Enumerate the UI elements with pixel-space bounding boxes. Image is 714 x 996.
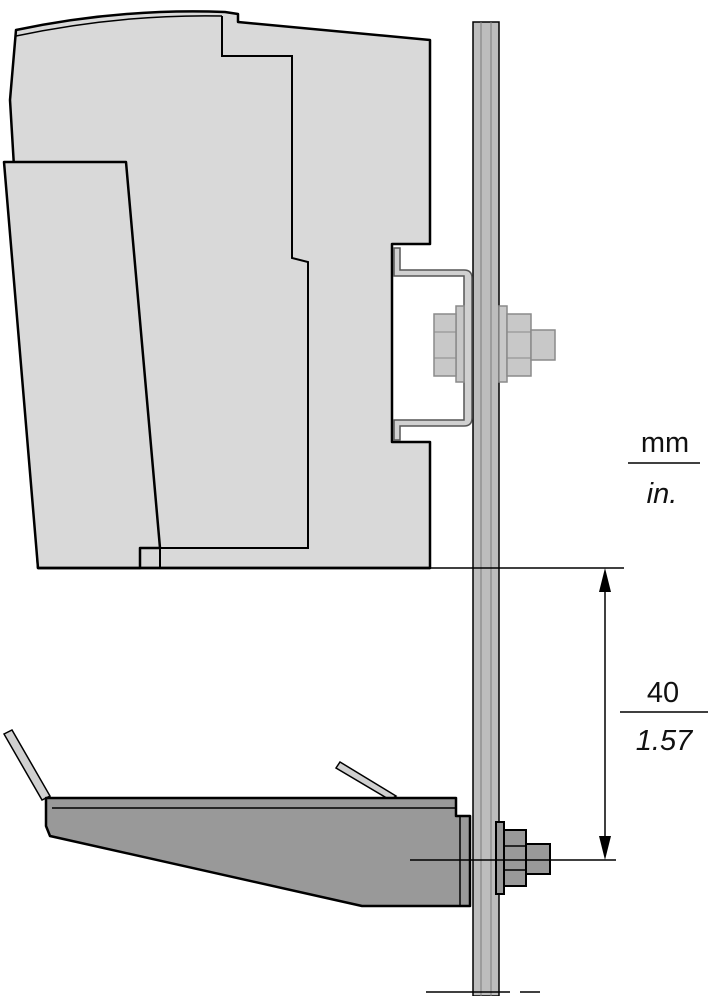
unit-primary: mm	[641, 427, 689, 459]
dimension-primary-value: 40	[647, 677, 679, 709]
mounting-bracket	[2, 729, 472, 908]
unit-secondary: in.	[647, 478, 678, 510]
module-body	[2, 10, 432, 570]
din-rail	[393, 247, 473, 441]
upper-bolt	[433, 305, 556, 383]
dimension-label: 40 1.57	[620, 677, 708, 757]
dimension-arrow	[599, 568, 611, 860]
mounting-panel	[472, 21, 500, 996]
units-legend: mm in.	[628, 427, 700, 510]
lower-bolt	[495, 821, 551, 895]
dimension-secondary-value: 1.57	[636, 725, 694, 757]
